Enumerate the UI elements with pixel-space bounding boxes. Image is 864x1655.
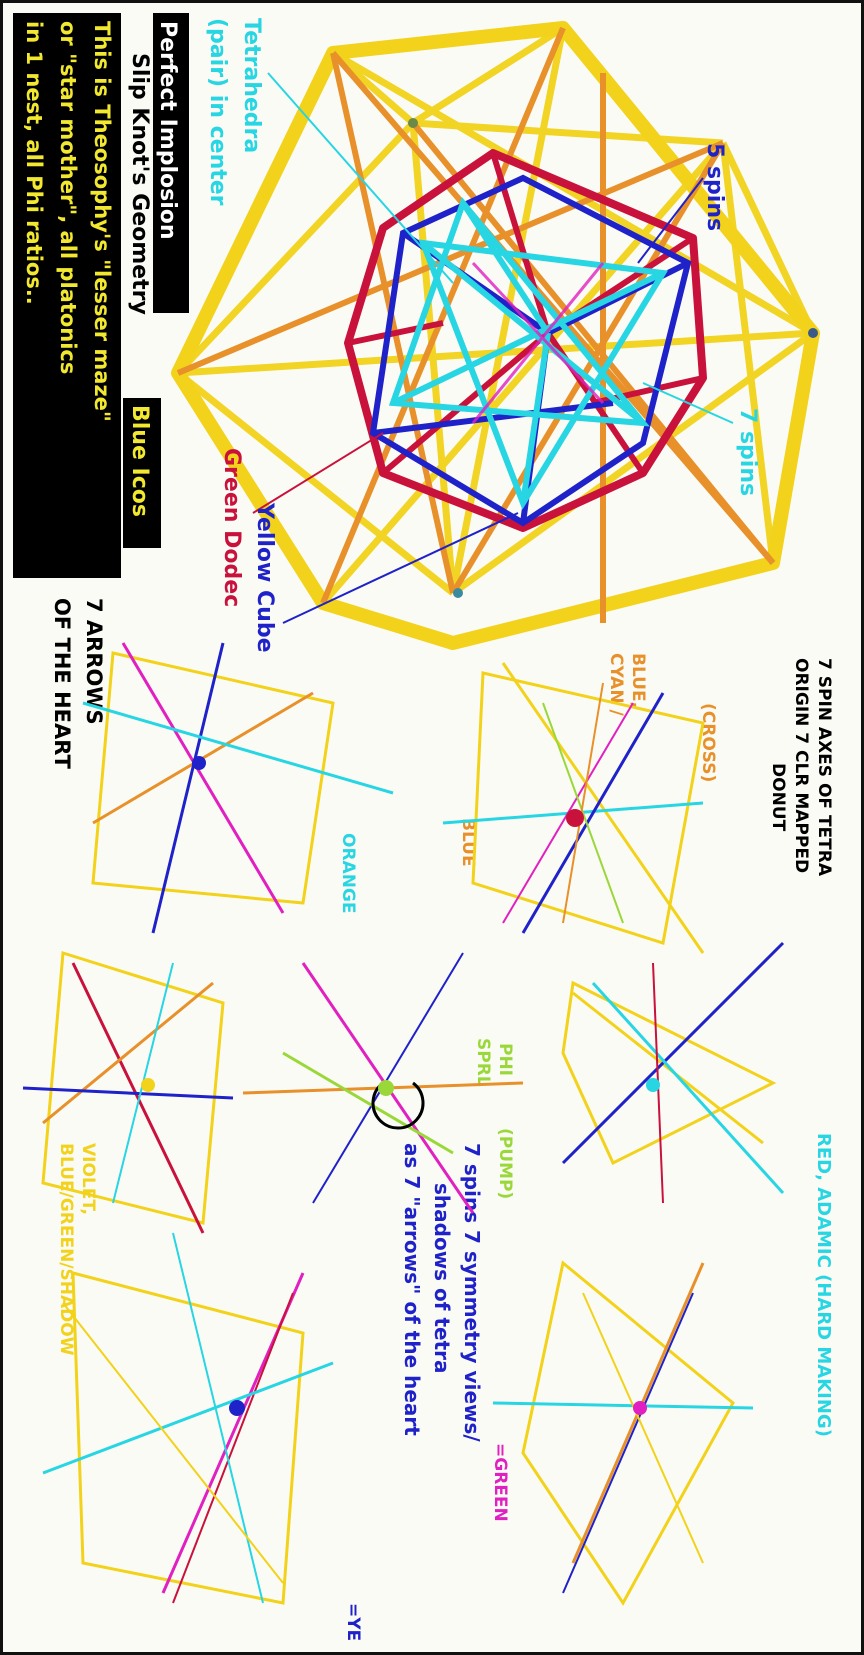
title-line-2: Slip Knot's Geometry (127, 53, 152, 315)
tetrahedra-pair (388, 196, 668, 510)
spin-view-7 (42, 1232, 334, 1605)
spins-views-line-2: shadows of tetra (430, 1183, 454, 1374)
nested-polyhedra (171, 21, 820, 650)
vertex-dot (808, 328, 818, 338)
spin-axes-line-2: ORIGIN 7 CLR MAPPED (791, 658, 811, 873)
ye-equals-label: =YE (343, 1603, 363, 1641)
label-blue-icos: Blue Icos (123, 398, 161, 548)
origin-dot (646, 1078, 660, 1092)
blue-cyan-line-1: BLUE, (628, 653, 648, 708)
spins-views-line-3: as 7 "arrows" of the heart (400, 1143, 424, 1436)
origin-dot (192, 756, 206, 770)
spin-view-2 (82, 642, 394, 934)
spins-views-line-1: 7 spins 7 symmetry views/ (460, 1143, 484, 1442)
theosophy-line-3: in 1 nest, all Phi ratios.. (22, 21, 46, 305)
geometry-diagram: Perfect Implosion Slip Knot's Geometry B… (13, 13, 834, 1641)
spin-view-5 (22, 951, 234, 1234)
seven-spins-label: 7 spins (735, 408, 760, 496)
label-title: Perfect Implosion (153, 13, 189, 313)
orange-label: ORANGE (338, 833, 358, 914)
green-equals-label: =GREEN (490, 1443, 510, 1522)
phi-label: PHI (495, 1043, 515, 1076)
yellow-cube-label: Yellow Cube (252, 502, 277, 653)
vertex-dot (408, 118, 418, 128)
spin-axes-line-3: DONUT (768, 763, 788, 832)
origin-dot (566, 809, 584, 827)
tetra-line-2: (pair) in center (205, 18, 230, 206)
label-theosophy: This is Theosophy's "lesser maze" or "st… (13, 13, 121, 578)
five-spins-label: 5 spins (702, 143, 727, 231)
green-dodec-label: Green Dodec (219, 448, 244, 607)
spin-axes-line-1: 7 SPIN AXES OF TETRA (814, 658, 834, 877)
pump-label: (PUMP) (495, 1128, 515, 1199)
theosophy-line-2: or "star mother", all platonics (56, 21, 80, 374)
vertex-dot (453, 588, 463, 598)
origin-dot (378, 1080, 394, 1096)
blue-icos-label: Blue Icos (127, 405, 152, 517)
cross-label: (CROSS) (698, 703, 718, 782)
spin-view-3 (561, 941, 785, 1204)
blue-cyan-line-2: CYAN / (606, 653, 626, 716)
red-adamic-label: RED, ADAMIC (HARD MAKING) (813, 1133, 834, 1437)
violet-line-2: BLUE/GREEN/SHADOW (56, 1143, 76, 1356)
spin-view-6 (492, 1260, 754, 1606)
sprl-label: SPRL (473, 1038, 493, 1087)
spin-view-1 (442, 662, 705, 954)
violet-line-1: VIOLET, (78, 1143, 98, 1215)
origin-dot (141, 1078, 155, 1092)
title-line-1: Perfect Implosion (155, 21, 180, 240)
tetra-line-1: Tetrahedra (239, 18, 264, 153)
arrows-line-2: OF THE HEART (50, 598, 74, 769)
origin-dot (633, 1401, 647, 1415)
theosophy-line-1: This is Theosophy's "lesser maze" (90, 21, 114, 422)
origin-dot (229, 1400, 245, 1416)
spin-view-4 (242, 952, 524, 1214)
